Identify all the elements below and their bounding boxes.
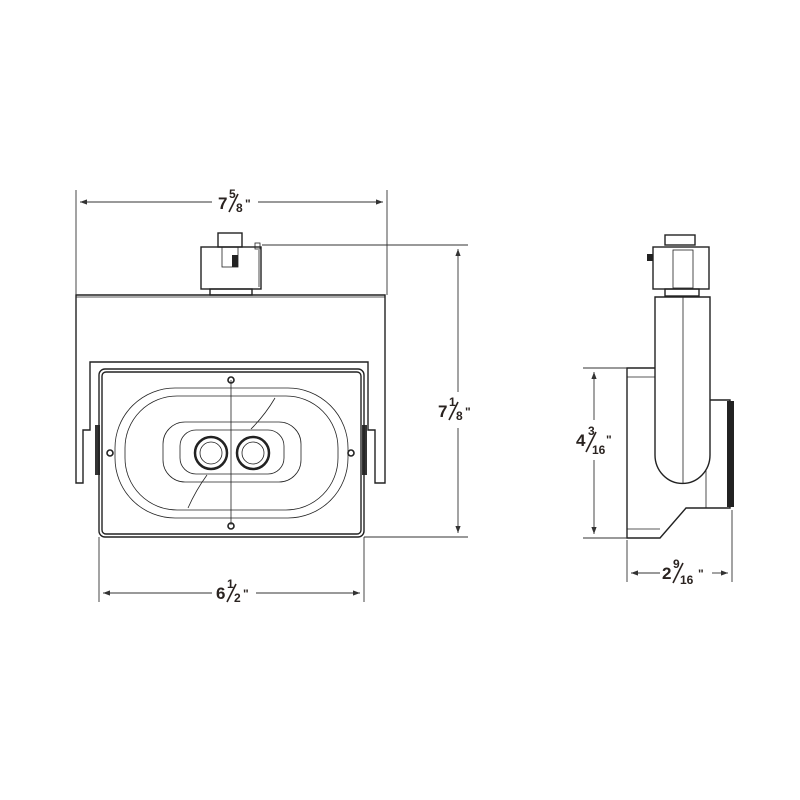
svg-text:7: 7: [438, 402, 447, 421]
housing: [75, 294, 386, 484]
lens-frame: [98, 368, 365, 538]
svg-text:16: 16: [680, 573, 694, 587]
dim-label-side-height: 4 3 16 ": [576, 424, 612, 457]
svg-text:2: 2: [234, 591, 241, 605]
svg-text:9: 9: [673, 557, 680, 571]
svg-text:8: 8: [236, 201, 243, 215]
lens-right: [235, 435, 271, 471]
svg-text:3: 3: [588, 424, 595, 438]
dimension-lines: [75, 190, 733, 602]
svg-text:8: 8: [456, 409, 463, 423]
side-view: [626, 234, 734, 539]
svg-text:1: 1: [449, 395, 456, 409]
svg-text:16: 16: [592, 443, 606, 457]
svg-text:": ": [465, 405, 471, 419]
svg-text:": ": [606, 433, 612, 447]
svg-text:1: 1: [227, 577, 234, 591]
screw-icon: [227, 376, 235, 384]
svg-text:5: 5: [229, 187, 236, 201]
dim-label-overall-width: 7 5 8 ": [218, 187, 251, 215]
svg-text:7: 7: [218, 194, 227, 213]
dim-label-side-depth: 2 9 16 ": [662, 557, 704, 587]
screw-icon: [106, 449, 114, 457]
screw-icon: [347, 449, 355, 457]
screw-icon: [227, 522, 235, 530]
svg-text:4: 4: [576, 431, 586, 450]
svg-text:": ": [245, 197, 251, 211]
dim-label-frame-width: 6 1 2 ": [216, 577, 249, 605]
front-view: [75, 232, 386, 538]
svg-text:": ": [243, 587, 249, 601]
dim-label-overall-height: 7 1 8 ": [438, 395, 471, 423]
track-adapter: [200, 232, 262, 296]
lens-left: [193, 435, 229, 471]
svg-text:2: 2: [662, 564, 671, 583]
svg-text:": ": [698, 567, 704, 581]
svg-text:6: 6: [216, 584, 225, 603]
